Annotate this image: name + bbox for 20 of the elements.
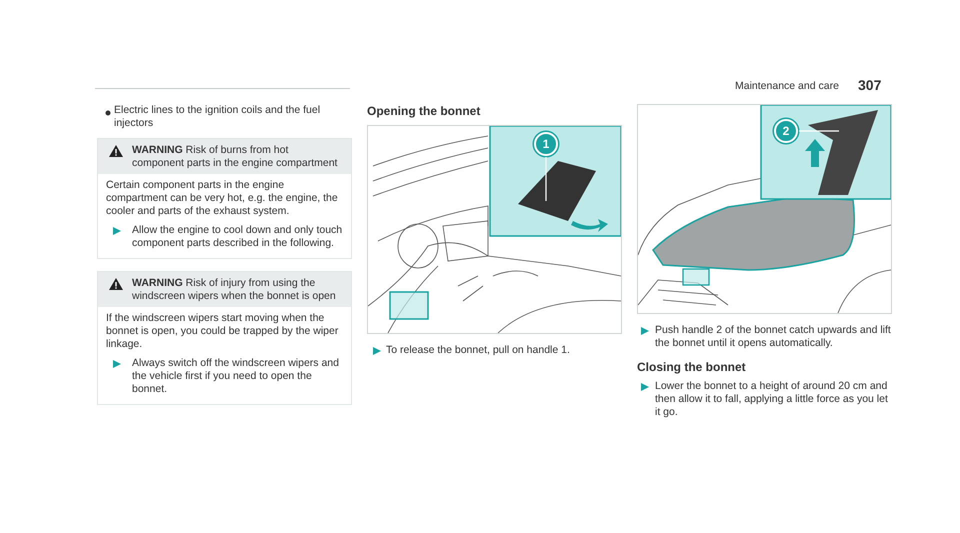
section-heading: Closing the bonnet bbox=[637, 360, 746, 374]
section-heading: Opening the bonnet bbox=[367, 104, 480, 118]
warning-heading: WARNING Risk of injury from using the windscreen wipers when the bonnet is open bbox=[132, 277, 337, 303]
instruction-text: Lower the bonnet to a height of around 20 cm and then allow it to fall, applying a little force as you let it go. bbox=[655, 380, 889, 419]
running-header: Maintenance and care bbox=[735, 80, 839, 93]
callout-number: 2 bbox=[774, 119, 798, 143]
callout-number: 1 bbox=[534, 132, 558, 156]
instruction-text: Allow the engine to cool down and only touch component parts described in the following. bbox=[132, 224, 343, 250]
bullet-text: Electric lines to the ignition coils and the fuel injectors bbox=[114, 104, 322, 130]
warning-heading: WARNING Risk of burns from hot component parts in the engine compartment bbox=[132, 144, 338, 170]
leader-line bbox=[543, 154, 549, 204]
warning-box bbox=[97, 271, 352, 405]
instruction-text: Push handle 2 of the bonnet catch upwards and lift the bonnet until it opens automatically. bbox=[655, 324, 892, 350]
instruction-text: Always switch off the windscreen wipers and the vehicle first if you need to open the bonnet. bbox=[132, 357, 340, 396]
leader-line bbox=[796, 128, 842, 134]
warning-text: If the windscreen wipers start moving when the bonnet is open, you could be trapped by the wiper linkage. bbox=[106, 312, 340, 351]
warning-text: Certain component parts in the engine compartment can be very hot, e.g. the engine, the cooler and parts of the exhaust system. bbox=[106, 179, 339, 218]
warning-box bbox=[97, 138, 352, 259]
page-number: 307 bbox=[858, 77, 882, 93]
instruction-text: To release the bonnet, pull on handle 1. bbox=[386, 344, 571, 357]
